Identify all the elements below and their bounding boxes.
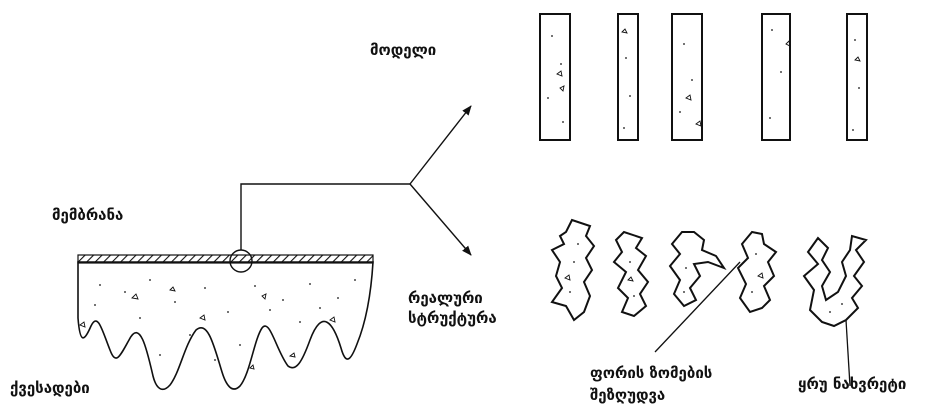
model-label: მოდელი bbox=[370, 41, 436, 59]
real-pore-shape bbox=[670, 232, 724, 306]
blind-hole-label: ყრუ ნახვრეტი bbox=[798, 375, 906, 393]
model-pore-rect bbox=[762, 14, 790, 140]
substrate-speckles bbox=[94, 279, 356, 361]
real-pore-shape bbox=[614, 232, 648, 316]
model-pore-rect bbox=[618, 14, 638, 140]
model-pore-rect bbox=[672, 14, 702, 140]
model-grains bbox=[557, 29, 860, 126]
pore-constriction-label-line1: ფორის ზომების bbox=[590, 364, 712, 382]
pore-constriction-pointer bbox=[655, 262, 740, 352]
real-pore-shape bbox=[552, 220, 594, 320]
model-speckles bbox=[547, 29, 860, 131]
model-pore-rect bbox=[540, 14, 570, 140]
arrow-to-model bbox=[410, 106, 471, 184]
model-pore-rect bbox=[847, 14, 867, 140]
real-pores bbox=[552, 220, 866, 326]
membrane-skin-layer bbox=[78, 255, 373, 263]
substrate-outline bbox=[78, 262, 373, 389]
real-speckles bbox=[569, 243, 843, 313]
arrow-to-real bbox=[410, 184, 471, 255]
real-structure-label-line1: რეალური bbox=[408, 289, 483, 307]
substrate-label: ქვესადები bbox=[10, 379, 90, 397]
substrate-body bbox=[78, 262, 373, 389]
real-grains bbox=[565, 273, 763, 281]
model-pores bbox=[540, 14, 867, 140]
connector-line bbox=[241, 184, 410, 250]
membrane-label: მემბრანა bbox=[52, 206, 123, 224]
real-pore-shape bbox=[738, 232, 776, 312]
real-pore-shape bbox=[804, 236, 866, 326]
pore-constriction-label-line2: შეზღუდვა bbox=[590, 386, 665, 404]
real-structure-label-line2: სტრუქტურა bbox=[408, 309, 497, 327]
